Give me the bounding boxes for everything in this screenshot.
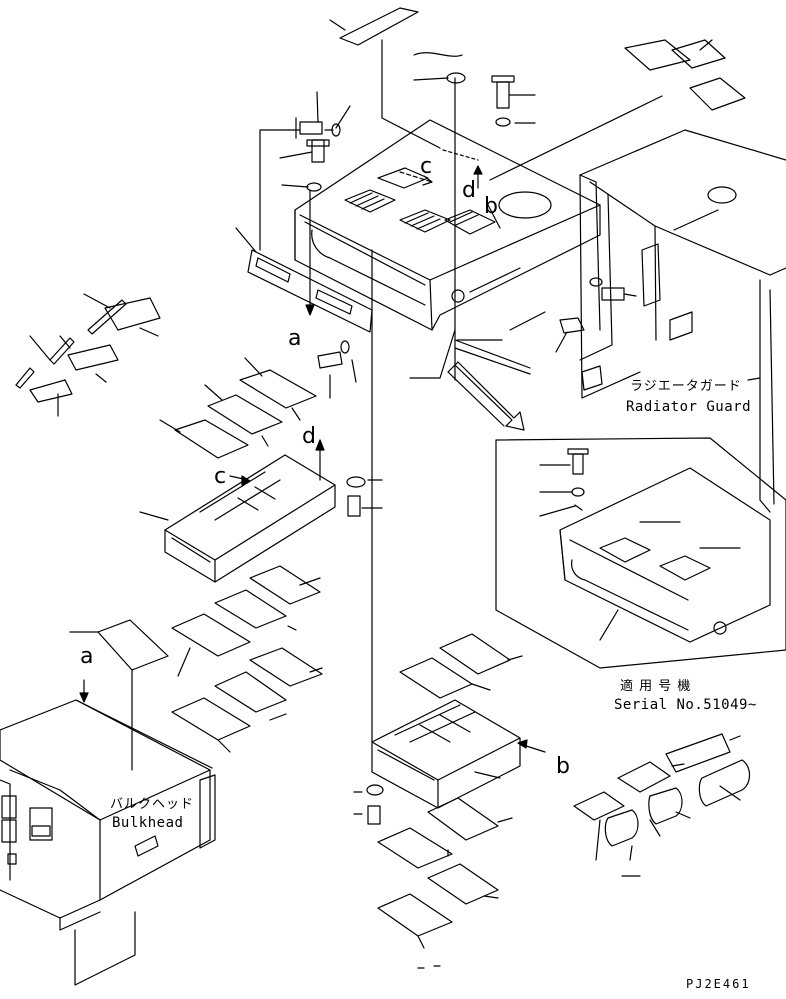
- hood-rod: [318, 278, 636, 398]
- top-seal-strip: [330, 8, 418, 45]
- top-right-pads: [625, 40, 745, 110]
- bulkhead-label-jp: バルクヘッド: [110, 797, 195, 812]
- bulkhead: [0, 620, 215, 985]
- radiator-guard: [580, 130, 786, 512]
- ref-letter-a-top: a: [288, 326, 302, 351]
- bottom-center-pads: [378, 634, 522, 968]
- left-small-parts: [16, 294, 160, 416]
- main-hood: [248, 120, 600, 332]
- bottom-right-parts: [574, 734, 750, 876]
- radiator-guard-label-en: Radiator Guard: [626, 399, 752, 415]
- ref-letter-c-top: c: [420, 154, 433, 179]
- radiator-guard-label-jp: ラジエータガード: [630, 379, 742, 394]
- bottom-duct: [354, 250, 520, 824]
- ref-letter-c-mid: c: [214, 464, 227, 489]
- transition-arrow: [448, 362, 524, 430]
- drawing-code: PJ2E461: [686, 977, 751, 991]
- ref-letter-b-top: b: [484, 194, 498, 219]
- hood-leaders: [236, 40, 662, 380]
- applicable-label-jp: 適 用 号 機: [620, 679, 692, 694]
- serial-label: Serial No.51049~: [614, 697, 757, 713]
- ref-letter-a-bottom: a: [80, 644, 94, 669]
- top-bolts: [280, 53, 535, 191]
- serial-inset: [496, 438, 786, 668]
- ref-letter-d-top: d: [462, 178, 476, 203]
- mid-pads: [160, 358, 316, 458]
- bulkhead-label-en: Bulkhead: [112, 815, 184, 831]
- mid-duct: [140, 455, 382, 582]
- guide-arrows: [80, 150, 545, 752]
- ref-letter-b-bottom: b: [556, 754, 570, 779]
- ref-letter-d-mid: d: [302, 424, 316, 449]
- lower-left-pads: [172, 566, 322, 752]
